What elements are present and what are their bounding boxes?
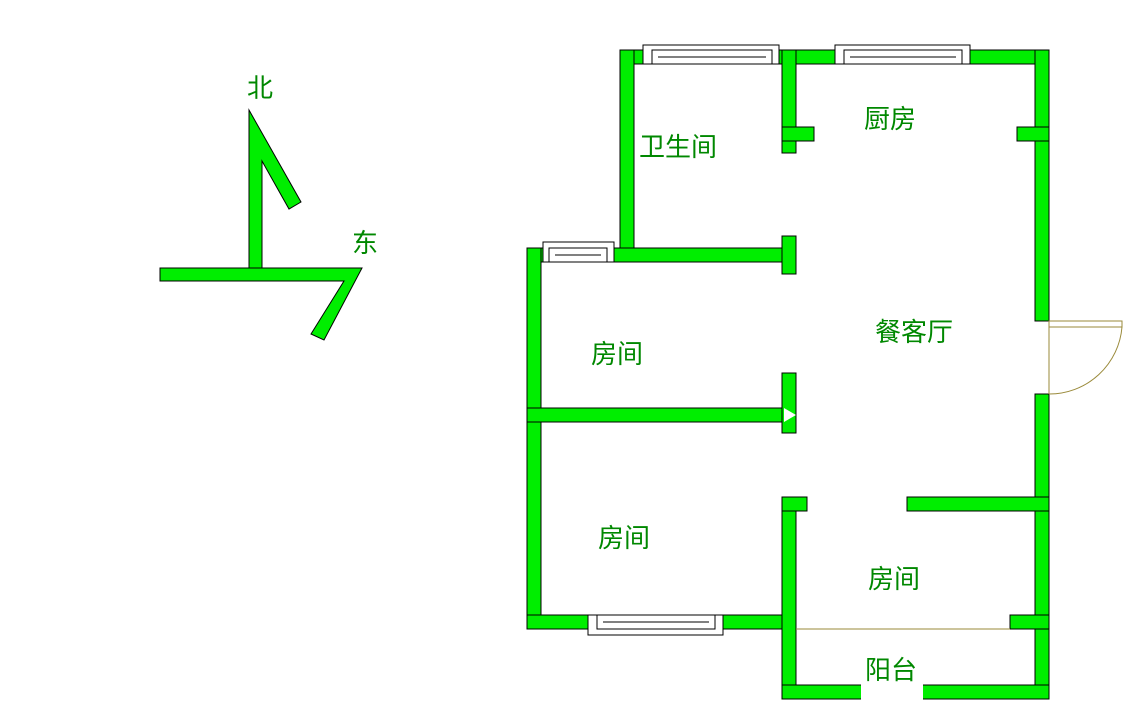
wall-left (526, 247, 542, 630)
wall-kitchen-stub (781, 126, 815, 142)
wall-lower-room-stub (781, 496, 808, 512)
room-label-bedroom-lower-right: 房间 (868, 565, 920, 595)
wall-bath-door-stub (781, 235, 797, 275)
compass-north-label: 北 (247, 74, 273, 104)
wall-right-lower (1034, 393, 1050, 700)
wall-lower-room-top (906, 496, 1050, 512)
wall-lower-room-left (781, 496, 797, 700)
compass-north-arrow (248, 108, 302, 269)
wall-right-upper (1034, 49, 1050, 322)
window-upper-room (542, 241, 615, 263)
window-bathroom (642, 44, 780, 65)
wall-bathroom-left (619, 49, 635, 263)
room-label-living-dining: 餐客厅 (875, 318, 953, 348)
room-label-bedroom-lower-left: 房间 (598, 524, 650, 554)
wall-kitchen-right-stub (1016, 126, 1050, 142)
room-label-bedroom-upper: 房间 (591, 340, 643, 370)
wall-left-room-door-stub (781, 372, 797, 434)
windows (542, 44, 971, 636)
room-label-kitchen: 厨房 (864, 105, 916, 135)
room-label-bathroom: 卫生间 (639, 133, 717, 163)
wall-balcony-stub (1009, 614, 1050, 630)
entry-door (1048, 320, 1123, 395)
compass: 北 东 (159, 74, 378, 341)
wall-left-rooms-divider (526, 407, 796, 423)
window-lower-room (587, 614, 724, 636)
compass-east-label: 东 (352, 229, 378, 259)
window-kitchen (834, 44, 971, 65)
door-marker (784, 408, 796, 422)
room-label-balcony: 阳台 (865, 656, 917, 686)
walls (526, 49, 1050, 700)
room-labels: 卫生间 厨房 餐客厅 房间 房间 房间 阳台 (591, 105, 953, 686)
compass-east-arrow (159, 267, 363, 341)
balcony-label-bg (861, 684, 923, 700)
